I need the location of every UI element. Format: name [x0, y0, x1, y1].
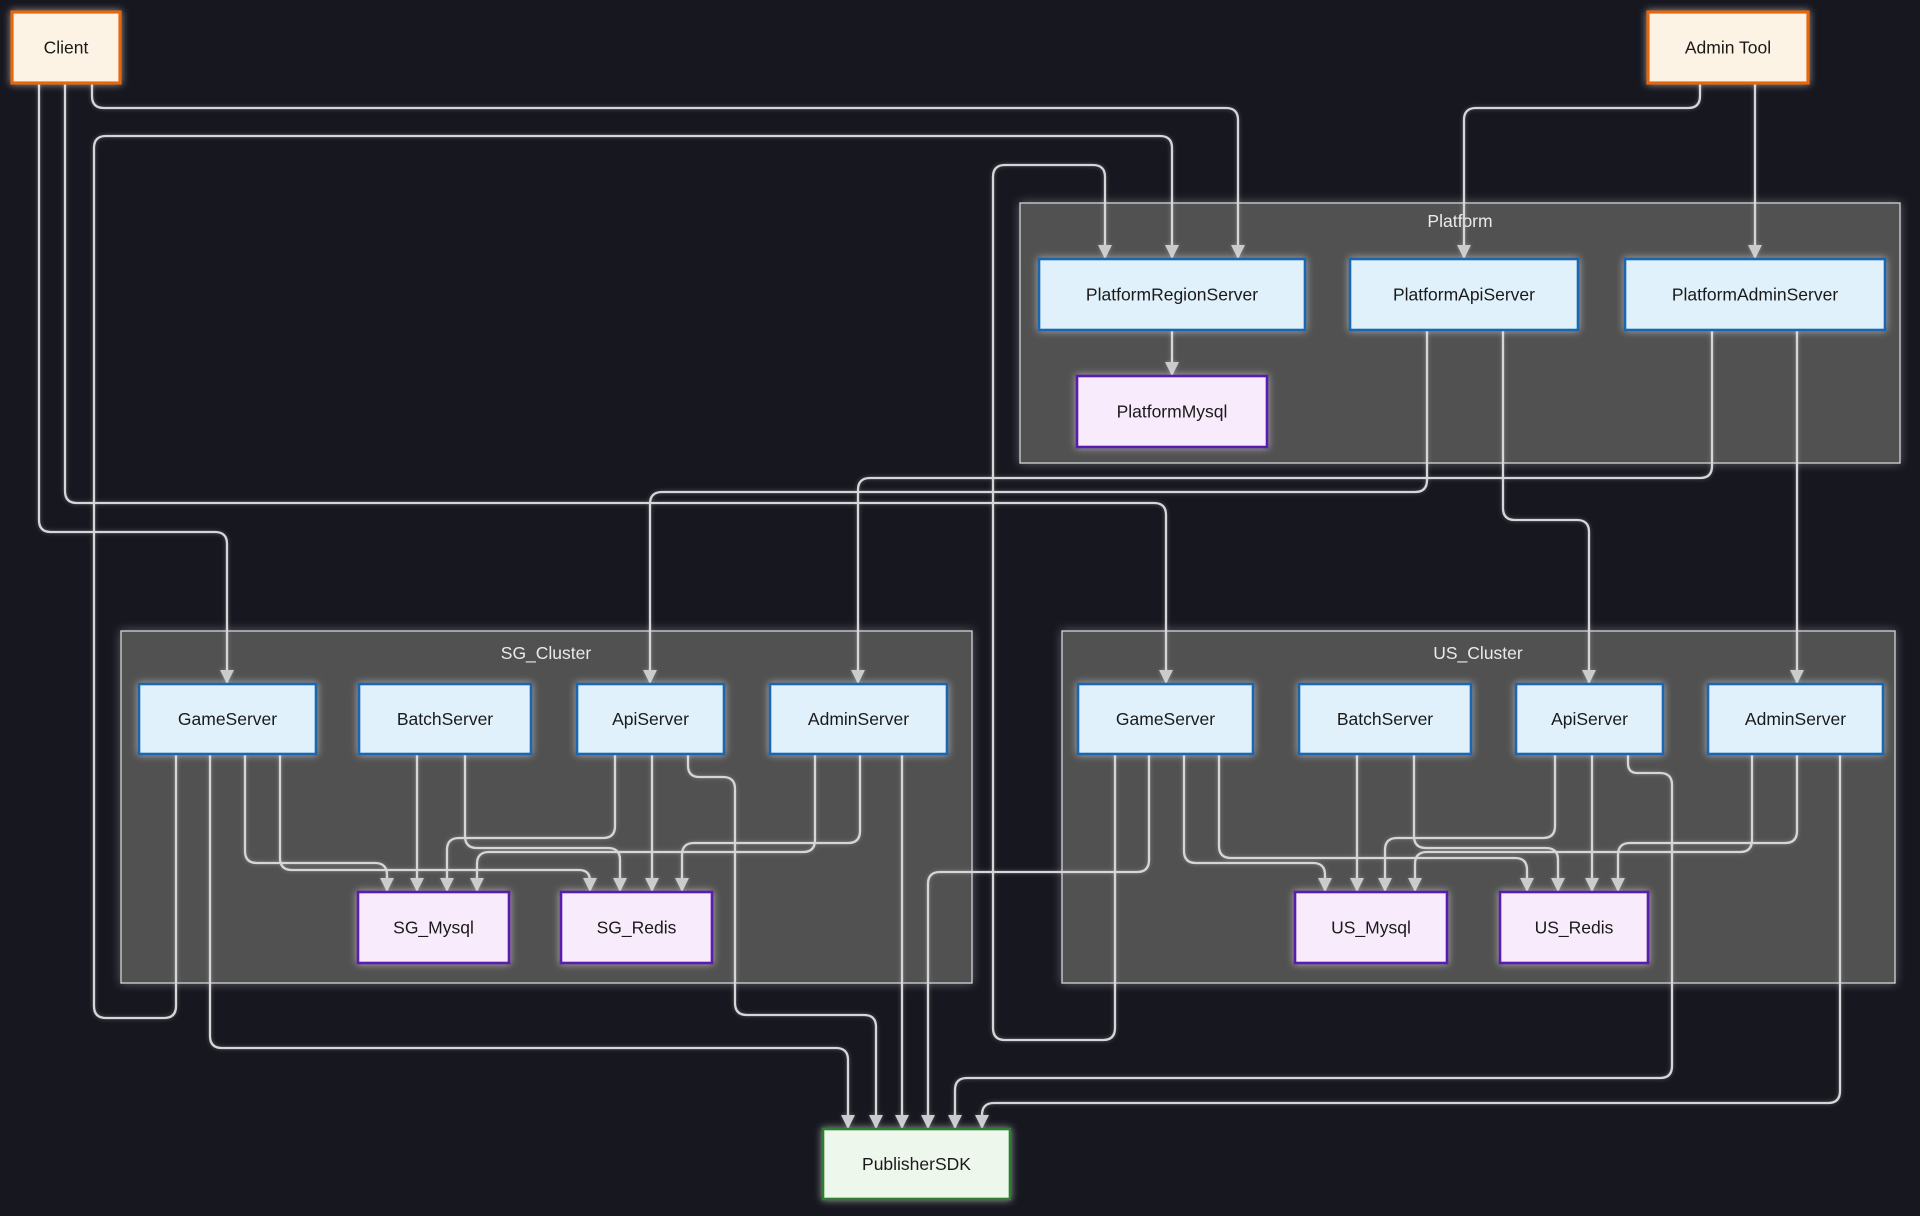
node-platform_region_server-label: PlatformRegionServer: [1086, 285, 1258, 305]
node-sg_game_server-label: GameServer: [178, 709, 277, 729]
edge-us_game_server-to-us_mysql: [1182, 754, 1332, 892]
node-sg_mysql-box: [356, 890, 511, 965]
node-sg_batch_server-label: BatchServer: [397, 709, 493, 729]
node-sg_mysql: SG_Mysql: [356, 890, 511, 965]
edge-us_admin_server-to-us_redis: [1611, 754, 1799, 892]
node-us_admin_server-label: AdminServer: [1745, 709, 1846, 729]
node-platform_admin_server: PlatformAdminServer: [1623, 257, 1887, 332]
node-us_redis: US_Redis: [1498, 890, 1650, 965]
edge-admin_tool-to-platform_api_server: [1457, 83, 1702, 259]
node-platform_mysql-box: [1075, 374, 1269, 449]
edge-us_game_server-to-us_redis: [1217, 754, 1534, 892]
node-sg_batch_server: BatchServer: [357, 682, 533, 756]
node-us_redis-label: US_Redis: [1535, 918, 1614, 939]
edge-us_batch_server-to-us_redis: [1412, 754, 1565, 892]
edge-us_admin_server-to-us_mysql: [1408, 754, 1754, 892]
node-sg_admin_server-box: [768, 682, 949, 756]
node-sg_redis-label: SG_Redis: [597, 918, 677, 939]
node-us_redis-box: [1498, 890, 1650, 965]
node-sg_game_server: GameServer: [137, 682, 318, 756]
node-us_mysql: US_Mysql: [1293, 890, 1449, 965]
edge-layer: [37, 83, 1842, 1129]
node-publisher_sdk: PublisherSDK: [821, 1127, 1012, 1201]
node-us_api_server-box: [1514, 682, 1665, 756]
node-us_admin_server: AdminServer: [1706, 682, 1885, 756]
node-platform_region_server-box: [1037, 257, 1307, 332]
edge-us_api_server-to-publisher_sdk: [948, 754, 1674, 1129]
node-us_admin_server-box: [1706, 682, 1885, 756]
node-sg_api_server: ApiServer: [575, 682, 726, 756]
node-us_game_server-label: GameServer: [1116, 709, 1215, 729]
container-platform-label: Platform: [1427, 211, 1492, 231]
edge-us_admin_server-to-publisher_sdk: [975, 754, 1842, 1129]
node-us_mysql-box: [1293, 890, 1449, 965]
edge-us_api_server-to-us_mysql: [1378, 754, 1557, 892]
edge-sg_api_server-to-publisher_sdk: [686, 754, 883, 1129]
edge-platform_api_server-to-us_api_server: [1501, 330, 1596, 684]
edge-sg_game_server-to-platform_region_server: [92, 134, 1179, 1020]
edge-platform_admin_server-to-sg_admin_server: [851, 330, 1714, 684]
node-admin_tool-label: Admin Tool: [1685, 38, 1771, 58]
edge-client-to-us_game_server: [63, 83, 1173, 684]
node-publisher_sdk-label: PublisherSDK: [862, 1154, 971, 1174]
node-platform_admin_server-box: [1623, 257, 1887, 332]
node-sg_mysql-label: SG_Mysql: [393, 918, 474, 939]
node-us_batch_server: BatchServer: [1297, 682, 1473, 756]
edge-client-to-platform_region_server: [90, 83, 1245, 259]
node-client-label: Client: [44, 38, 89, 58]
node-sg_admin_server-label: AdminServer: [808, 709, 909, 729]
edge-sg_batch_server-to-sg_redis: [463, 754, 627, 892]
node-platform_mysql-label: PlatformMysql: [1117, 402, 1228, 422]
edge-platform_api_server-to-sg_api_server: [643, 330, 1429, 684]
node-sg_game_server-box: [137, 682, 318, 756]
node-sg_batch_server-box: [357, 682, 533, 756]
node-us_mysql-label: US_Mysql: [1331, 918, 1411, 939]
edge-us_game_server-to-platform_region_server: [991, 163, 1117, 1042]
edge-client-to-sg_game_server: [37, 83, 234, 684]
edge-sg_game_server-to-sg_redis: [278, 754, 597, 892]
node-publisher_sdk-box: [821, 1127, 1012, 1201]
node-platform_api_server-box: [1348, 257, 1580, 332]
node-us_game_server: GameServer: [1076, 682, 1255, 756]
edge-sg_admin_server-to-sg_redis: [675, 754, 862, 892]
edge-us_game_server-to-publisher_sdk: [921, 754, 1151, 1129]
edge-sg_admin_server-to-sg_mysql: [470, 754, 817, 892]
node-us_api_server-label: ApiServer: [1551, 709, 1628, 729]
edge-sg_game_server-to-publisher_sdk: [208, 754, 855, 1129]
node-platform_mysql: PlatformMysql: [1075, 374, 1269, 449]
node-sg_api_server-label: ApiServer: [612, 709, 689, 729]
node-client: Client: [10, 10, 122, 85]
node-sg_admin_server: AdminServer: [768, 682, 949, 756]
node-us_api_server: ApiServer: [1514, 682, 1665, 756]
node-sg_api_server-box: [575, 682, 726, 756]
node-us_batch_server-box: [1297, 682, 1473, 756]
node-platform_api_server-label: PlatformApiServer: [1393, 285, 1535, 305]
edge-sg_api_server-to-sg_mysql: [440, 754, 617, 892]
node-admin_tool-box: [1646, 10, 1810, 85]
node-sg_redis: SG_Redis: [559, 890, 714, 965]
node-client-box: [10, 10, 122, 85]
node-us_batch_server-label: BatchServer: [1337, 709, 1433, 729]
node-admin_tool: Admin Tool: [1646, 10, 1810, 85]
node-sg_redis-box: [559, 890, 714, 965]
node-us_game_server-box: [1076, 682, 1255, 756]
container-us_cluster-label: US_Cluster: [1433, 643, 1523, 664]
node-platform_admin_server-label: PlatformAdminServer: [1672, 285, 1838, 305]
node-platform_region_server: PlatformRegionServer: [1037, 257, 1307, 332]
container-sg_cluster-label: SG_Cluster: [501, 643, 592, 664]
node-platform_api_server: PlatformApiServer: [1348, 257, 1580, 332]
